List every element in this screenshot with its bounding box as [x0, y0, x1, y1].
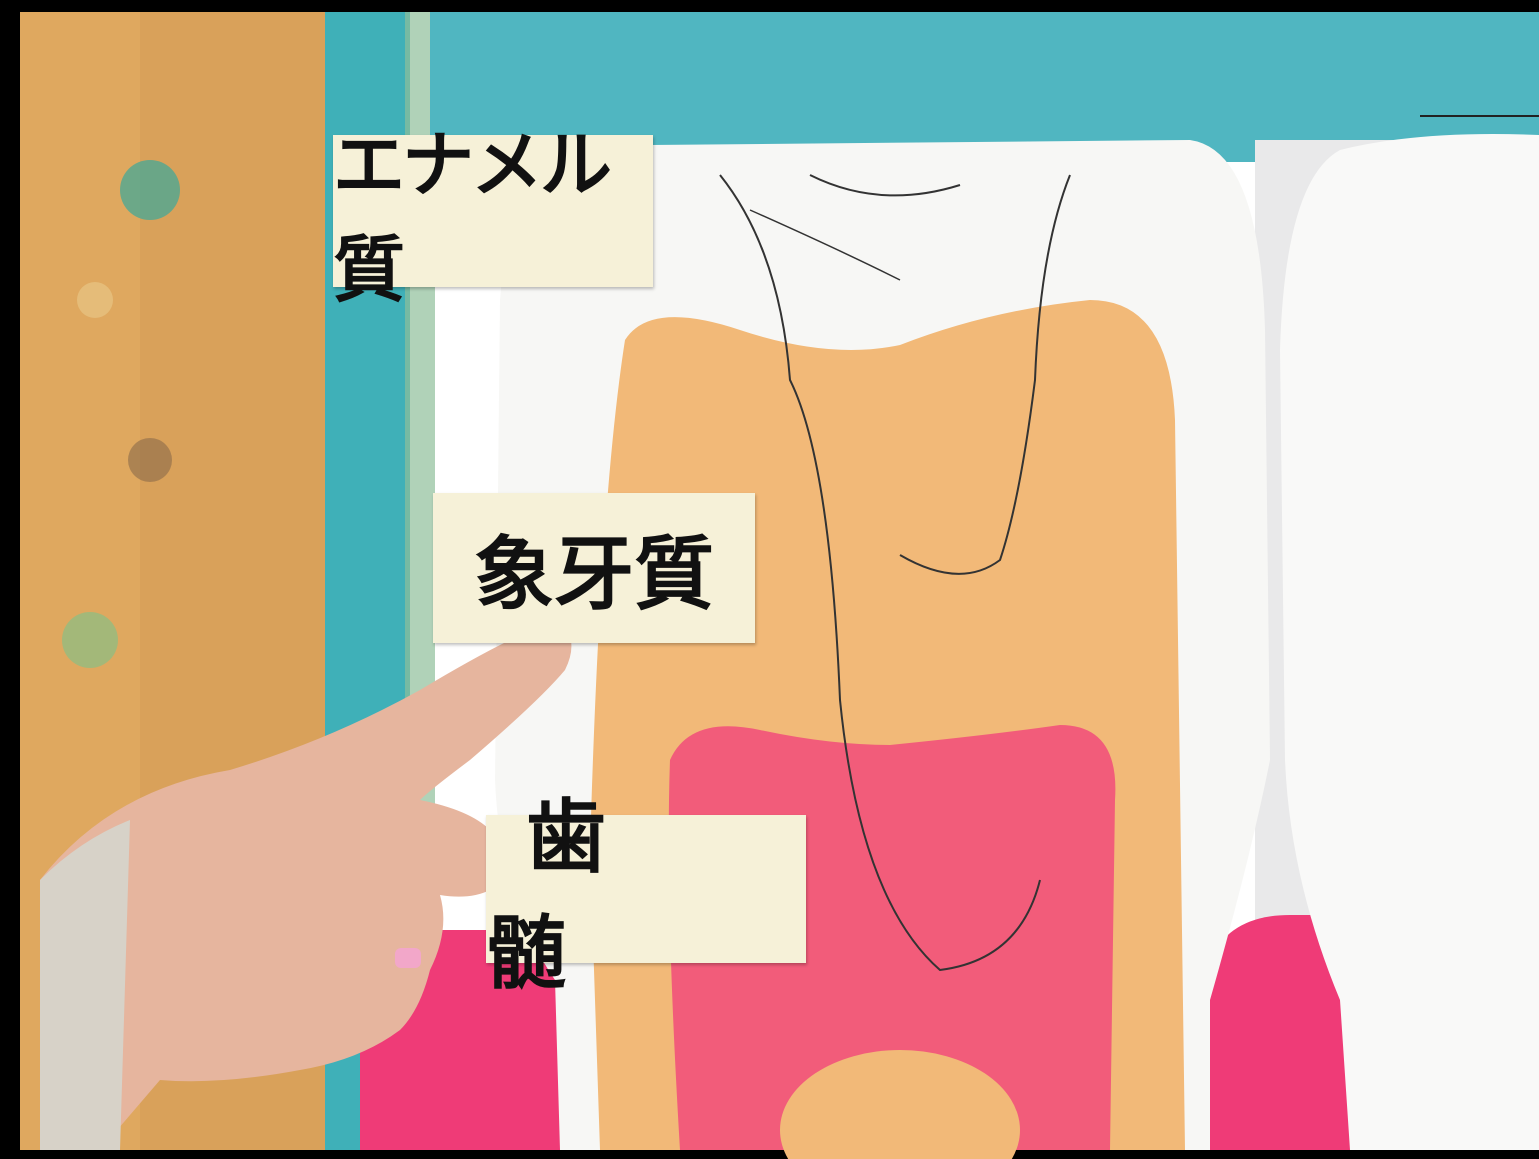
tooth-right-neighbor	[1280, 134, 1539, 1150]
label-pulp: 歯 髄	[486, 791, 806, 1000]
top-black-border	[0, 0, 1539, 12]
label-enamel: エナメル質	[333, 123, 653, 312]
left-black-border	[0, 0, 20, 1159]
pointing-hand	[40, 620, 572, 1150]
gum-right	[1210, 915, 1350, 1150]
bottom-black-border	[0, 1150, 1539, 1159]
label-dentin: 象牙質	[433, 493, 755, 643]
